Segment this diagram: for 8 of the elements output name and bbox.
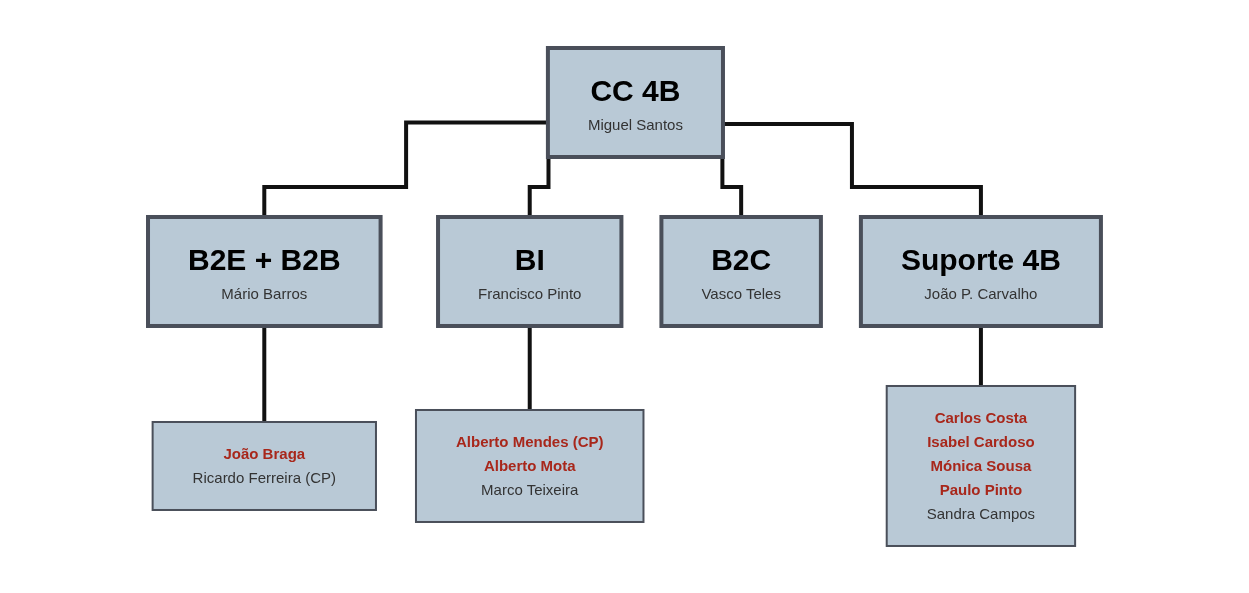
node-box: Carlos Costa Isabel Cardoso Mónica Sousa Paulo Pinto Sandra Campos <box>885 384 1077 547</box>
node-box: B2E + B2B Mário Barros <box>146 214 383 328</box>
node-box: Suporte 4B João P. Carvalho <box>858 214 1103 328</box>
node-box: CC 4B Miguel Santos <box>545 45 725 159</box>
node-box: Alberto Mendes (CP) Alberto Mota Marco Teixeira <box>415 408 645 523</box>
node-box: João Braga Ricardo Ferreira (CP) <box>151 420 377 511</box>
node-box: BI Francisco Pinto <box>436 214 624 328</box>
node-box: B2C Vasco Teles <box>659 214 823 328</box>
